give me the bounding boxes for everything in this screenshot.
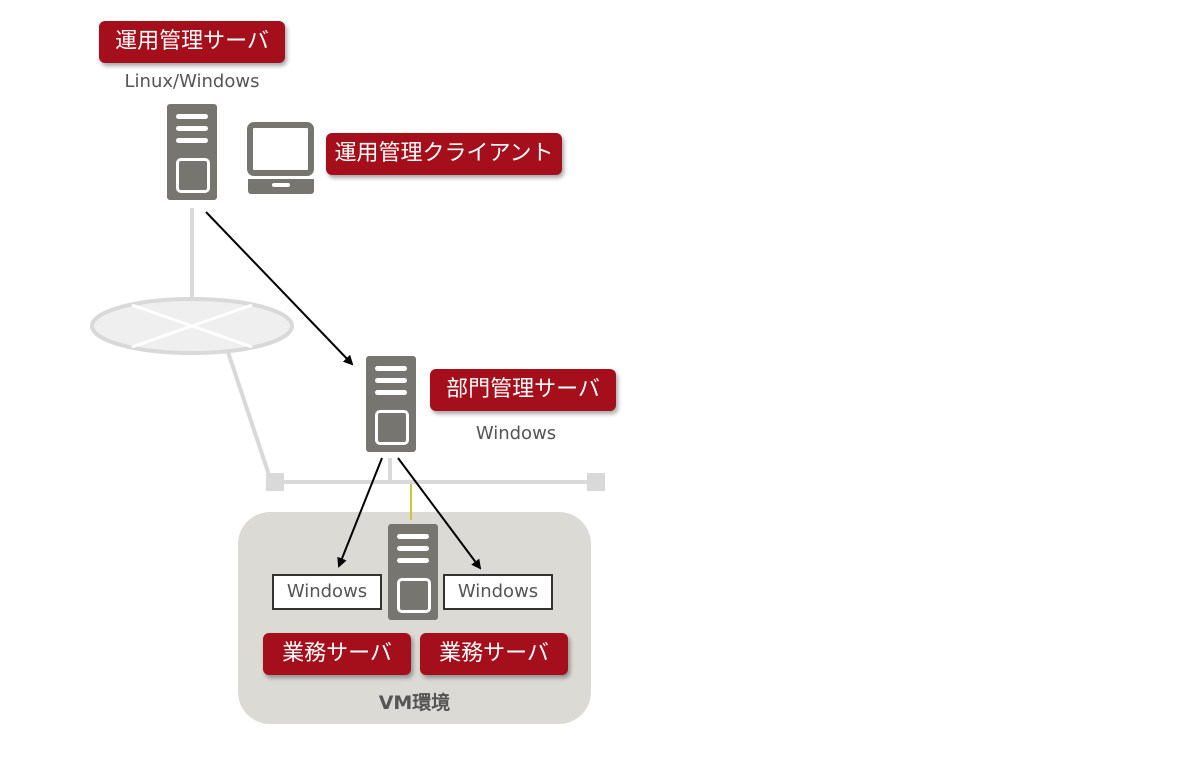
- vm-os-right-box: Windows: [443, 574, 553, 610]
- vm-os-left-box: Windows: [272, 574, 382, 610]
- biz-server-right-label: 業務サーバ: [420, 633, 568, 675]
- lan-terminator: [266, 473, 284, 491]
- dept-server-os-label: Windows: [475, 423, 557, 444]
- arrow-icon: [397, 457, 482, 570]
- biz-server-left-label: 業務サーバ: [263, 633, 411, 675]
- network-link-line: [226, 351, 272, 479]
- laptop-icon: [247, 122, 314, 194]
- arrow-icon: [337, 457, 383, 568]
- server-icon: [388, 524, 438, 620]
- mgmt-client-label: 運用管理クライアント: [326, 133, 562, 175]
- server-icon: [366, 356, 416, 452]
- network-cloud-icon: [90, 297, 294, 355]
- mgmt-server-label: 運用管理サーバ: [99, 21, 285, 63]
- dept-server-label: 部門管理サーバ: [430, 369, 616, 411]
- vm-env-label: VM環境: [378, 692, 451, 714]
- arrow-icon: [205, 211, 354, 366]
- lan-terminator: [587, 473, 605, 491]
- mgmt-server-os-label: Linux/Windows: [124, 71, 260, 92]
- server-icon: [167, 104, 217, 200]
